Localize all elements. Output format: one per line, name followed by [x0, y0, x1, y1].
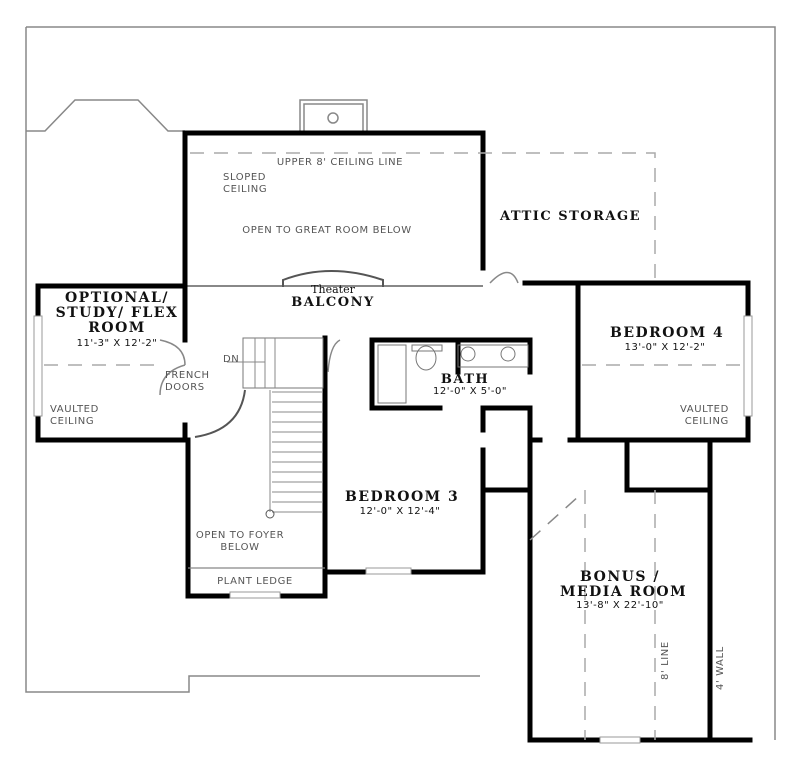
bonus-room-size: 13'-8" X 22'-10" — [576, 600, 664, 611]
upper-ceiling-note: UPPER 8' CEILING LINE — [276, 157, 404, 168]
bath-title: BATH — [440, 372, 490, 387]
vaulted-ceiling-right: VAULTED CEILING — [680, 404, 729, 428]
vaulted-ceiling-left: VAULTED CEILING — [50, 404, 99, 428]
flex-room-title-line-1: OPTIONAL/ — [64, 290, 169, 306]
french-line-1: FRENCH — [165, 370, 210, 381]
bonus-room-title-line-1: BONUS / — [580, 569, 660, 585]
bedroom-3-size: 12'-0" X 12'-4" — [359, 506, 441, 517]
bedroom-3-title: BEDROOM 3 — [345, 489, 460, 505]
four-foot-wall-note: 4' WALL — [715, 646, 726, 690]
open-foyer-line-1: OPEN TO FOYER — [195, 530, 285, 541]
stair-down-label: DN — [223, 354, 240, 365]
vaulted-right-line-1: VAULTED — [680, 404, 729, 415]
sloped-ceiling-note: SLOPED CEILING — [223, 172, 267, 196]
sloped-line-2: CEILING — [223, 184, 268, 195]
vaulted-right-line-2: CEILING — [684, 416, 729, 427]
french-doors-note: FRENCH DOORS — [165, 370, 210, 394]
bonus-room-title-line-2: MEDIA ROOM — [560, 584, 688, 600]
balcony-title-small: Theater — [311, 283, 355, 296]
bonus-room-title: BONUS / MEDIA ROOM — [560, 569, 688, 600]
open-foyer-line-2: BELOW — [220, 542, 260, 553]
flex-room-title-line-2: STUDY/ FLEX — [55, 305, 179, 321]
bath-size: 12'-0" X 5'-0" — [433, 386, 507, 397]
attic-storage-title: ATTIC STORAGE — [500, 209, 642, 224]
flex-room-title: OPTIONAL/ STUDY/ FLEX ROOM — [52, 291, 182, 336]
eight-foot-line-note: 8' LINE — [660, 641, 671, 680]
plant-ledge-note: PLANT LEDGE — [217, 576, 293, 587]
roof-outline — [25, 26, 776, 740]
balcony-title: BALCONY — [291, 295, 375, 310]
sloped-line-1: SLOPED — [223, 172, 267, 183]
flex-room-size: 11'-3" X 12'-2" — [76, 338, 158, 349]
bedroom-4-size: 13'-0" X 12'-2" — [624, 342, 706, 353]
vaulted-left-line-2: CEILING — [50, 416, 95, 427]
open-great-room-note: OPEN TO GREAT ROOM BELOW — [242, 225, 412, 236]
open-foyer-note: OPEN TO FOYER BELOW — [195, 530, 285, 554]
bedroom-4-title: BEDROOM 4 — [610, 325, 725, 341]
flex-room-title-line-3: ROOM — [88, 320, 146, 336]
french-line-2: DOORS — [165, 382, 205, 393]
vaulted-left-line-1: VAULTED — [50, 404, 99, 415]
